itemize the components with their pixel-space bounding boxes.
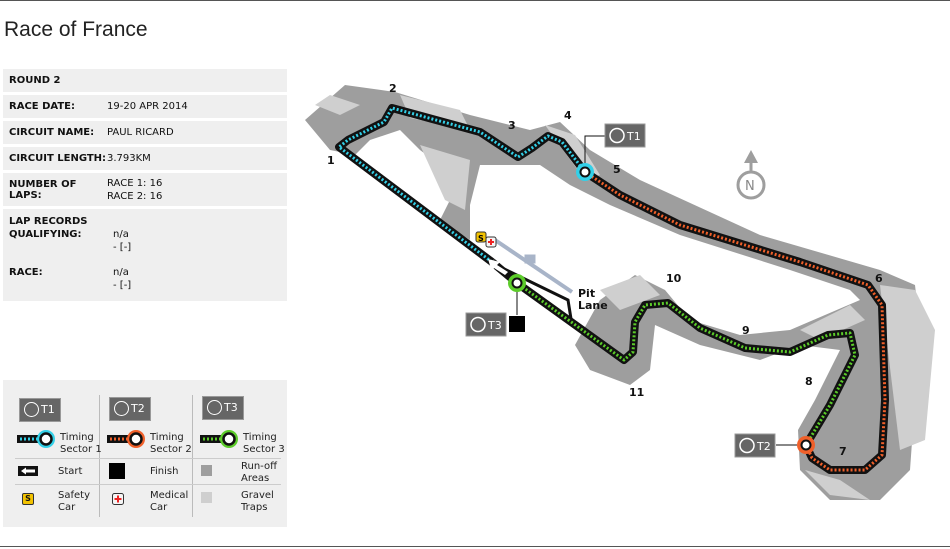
- bottom-divider: [0, 546, 950, 547]
- qualifying-label: QUALIFYING:: [9, 229, 82, 240]
- timing-circle-icon: [114, 401, 129, 416]
- t3-label: T3: [224, 401, 238, 414]
- corner-9: 9: [742, 324, 750, 337]
- divider: [15, 458, 281, 459]
- circuit-info: ROUND 2 RACE DATE: 19-20 APR 2014 CIRCUIT…: [3, 69, 287, 304]
- start-arrow-icon: [18, 466, 38, 476]
- top-divider: [0, 0, 950, 1]
- circuit-name-row: CIRCUIT NAME: PAUL RICARD: [3, 121, 287, 144]
- corner-8: 8: [805, 375, 813, 388]
- north-label: N: [745, 179, 755, 194]
- safety-car-marker: S: [475, 231, 497, 248]
- corner-10: 10: [666, 272, 682, 285]
- timing-circle-icon: [207, 400, 222, 415]
- safety-car-glyph: S: [478, 234, 484, 243]
- medical-car-label: Medical Car: [150, 490, 189, 513]
- t2-badge: T2: [109, 397, 151, 421]
- lap-records: LAP RECORDS QUALIFYING: n/a - [-] RACE: …: [3, 209, 287, 301]
- corner-2: 2: [389, 82, 397, 95]
- label: NUMBER OF LAPS:: [9, 178, 77, 201]
- corner-4: 4: [564, 109, 572, 122]
- pit-lane-label: Lane: [578, 299, 608, 312]
- north-compass: N: [736, 150, 766, 200]
- safety-car-label: Safety Car: [58, 490, 90, 513]
- t3-label: T3: [487, 319, 502, 332]
- t1-label: T1: [41, 403, 55, 416]
- corner-6: 6: [875, 272, 883, 285]
- start-arrow-icon: [488, 259, 508, 275]
- circuit-map: T1 T2 T3 S Pit Lane N 1 2 3 4 5 6 7 8 9 …: [305, 82, 935, 500]
- sector3-icon: [200, 430, 238, 448]
- sector3-label: Timing Sector 3: [243, 432, 285, 455]
- race-label: RACE:: [9, 267, 43, 278]
- sector2-track: [582, 168, 889, 474]
- timing-circle-icon: [24, 402, 39, 417]
- sector1-track: [335, 104, 589, 266]
- pit-lane-label: Pit: [578, 287, 595, 300]
- t2-label: T2: [756, 440, 771, 453]
- corner-5: 5: [613, 163, 621, 176]
- t1-label: T1: [626, 130, 641, 143]
- sector2-label: Timing Sector 2: [150, 432, 192, 455]
- value: PAUL RICARD: [107, 127, 174, 138]
- laps-row: NUMBER OF LAPS: RACE 1: 16 RACE 2: 16: [3, 173, 287, 206]
- sector1-label: Timing Sector 1: [60, 432, 102, 455]
- race-date-row: RACE DATE: 19-20 APR 2014: [3, 95, 287, 118]
- label: CIRCUIT LENGTH:: [9, 153, 107, 164]
- t3-marker: T3: [465, 274, 526, 337]
- finish-icon: [509, 316, 525, 332]
- sector1-icon: [17, 430, 55, 448]
- safety-car-icon: S: [22, 493, 34, 505]
- divider: [192, 395, 193, 517]
- runoff-swatch: [201, 465, 212, 476]
- gravel-swatch: [201, 492, 212, 503]
- gravel-label: Gravel Traps: [241, 490, 274, 513]
- pit-building: [493, 238, 574, 294]
- page-title: Race of France: [4, 18, 148, 41]
- divider: [15, 484, 281, 485]
- corner-3: 3: [508, 119, 516, 132]
- finish-icon: [109, 463, 125, 479]
- t3-badge: T3: [202, 396, 244, 420]
- value: 3.793KM: [107, 153, 151, 164]
- divider: [99, 395, 100, 517]
- corner-11: 11: [629, 386, 644, 399]
- corner-7: 7: [839, 445, 847, 458]
- finish-label: Finish: [150, 466, 179, 477]
- round-label: ROUND 2: [9, 75, 61, 86]
- label: CIRCUIT NAME:: [9, 127, 95, 138]
- lap-records-heading: LAP RECORDS: [9, 216, 88, 227]
- corner-numbers: 1 2 3 4 5 6 7 8 9 10 11: [327, 82, 883, 458]
- sector2-icon: [107, 430, 145, 448]
- race-value: n/a - [-]: [113, 267, 132, 291]
- label: RACE DATE:: [9, 101, 76, 112]
- value: RACE 1: 16 RACE 2: 16: [107, 177, 163, 202]
- round-row: ROUND 2: [3, 69, 287, 92]
- t2-label: T2: [131, 402, 145, 415]
- t1-marker: T1: [576, 123, 646, 181]
- t1-badge: T1: [19, 398, 61, 422]
- qualifying-value: n/a - [-]: [113, 229, 132, 253]
- medical-car-icon: [112, 493, 124, 505]
- corner-1: 1: [327, 154, 335, 167]
- runoff-label: Run-off Areas: [241, 461, 277, 484]
- start-label: Start: [58, 466, 83, 477]
- legend: T1 T2 T3 Timing Sector 1 Timing Sector 2…: [3, 380, 287, 527]
- value: 19-20 APR 2014: [107, 101, 188, 112]
- t2-marker: T2: [734, 433, 815, 458]
- circuit-length-row: CIRCUIT LENGTH:3.793KM: [3, 147, 287, 170]
